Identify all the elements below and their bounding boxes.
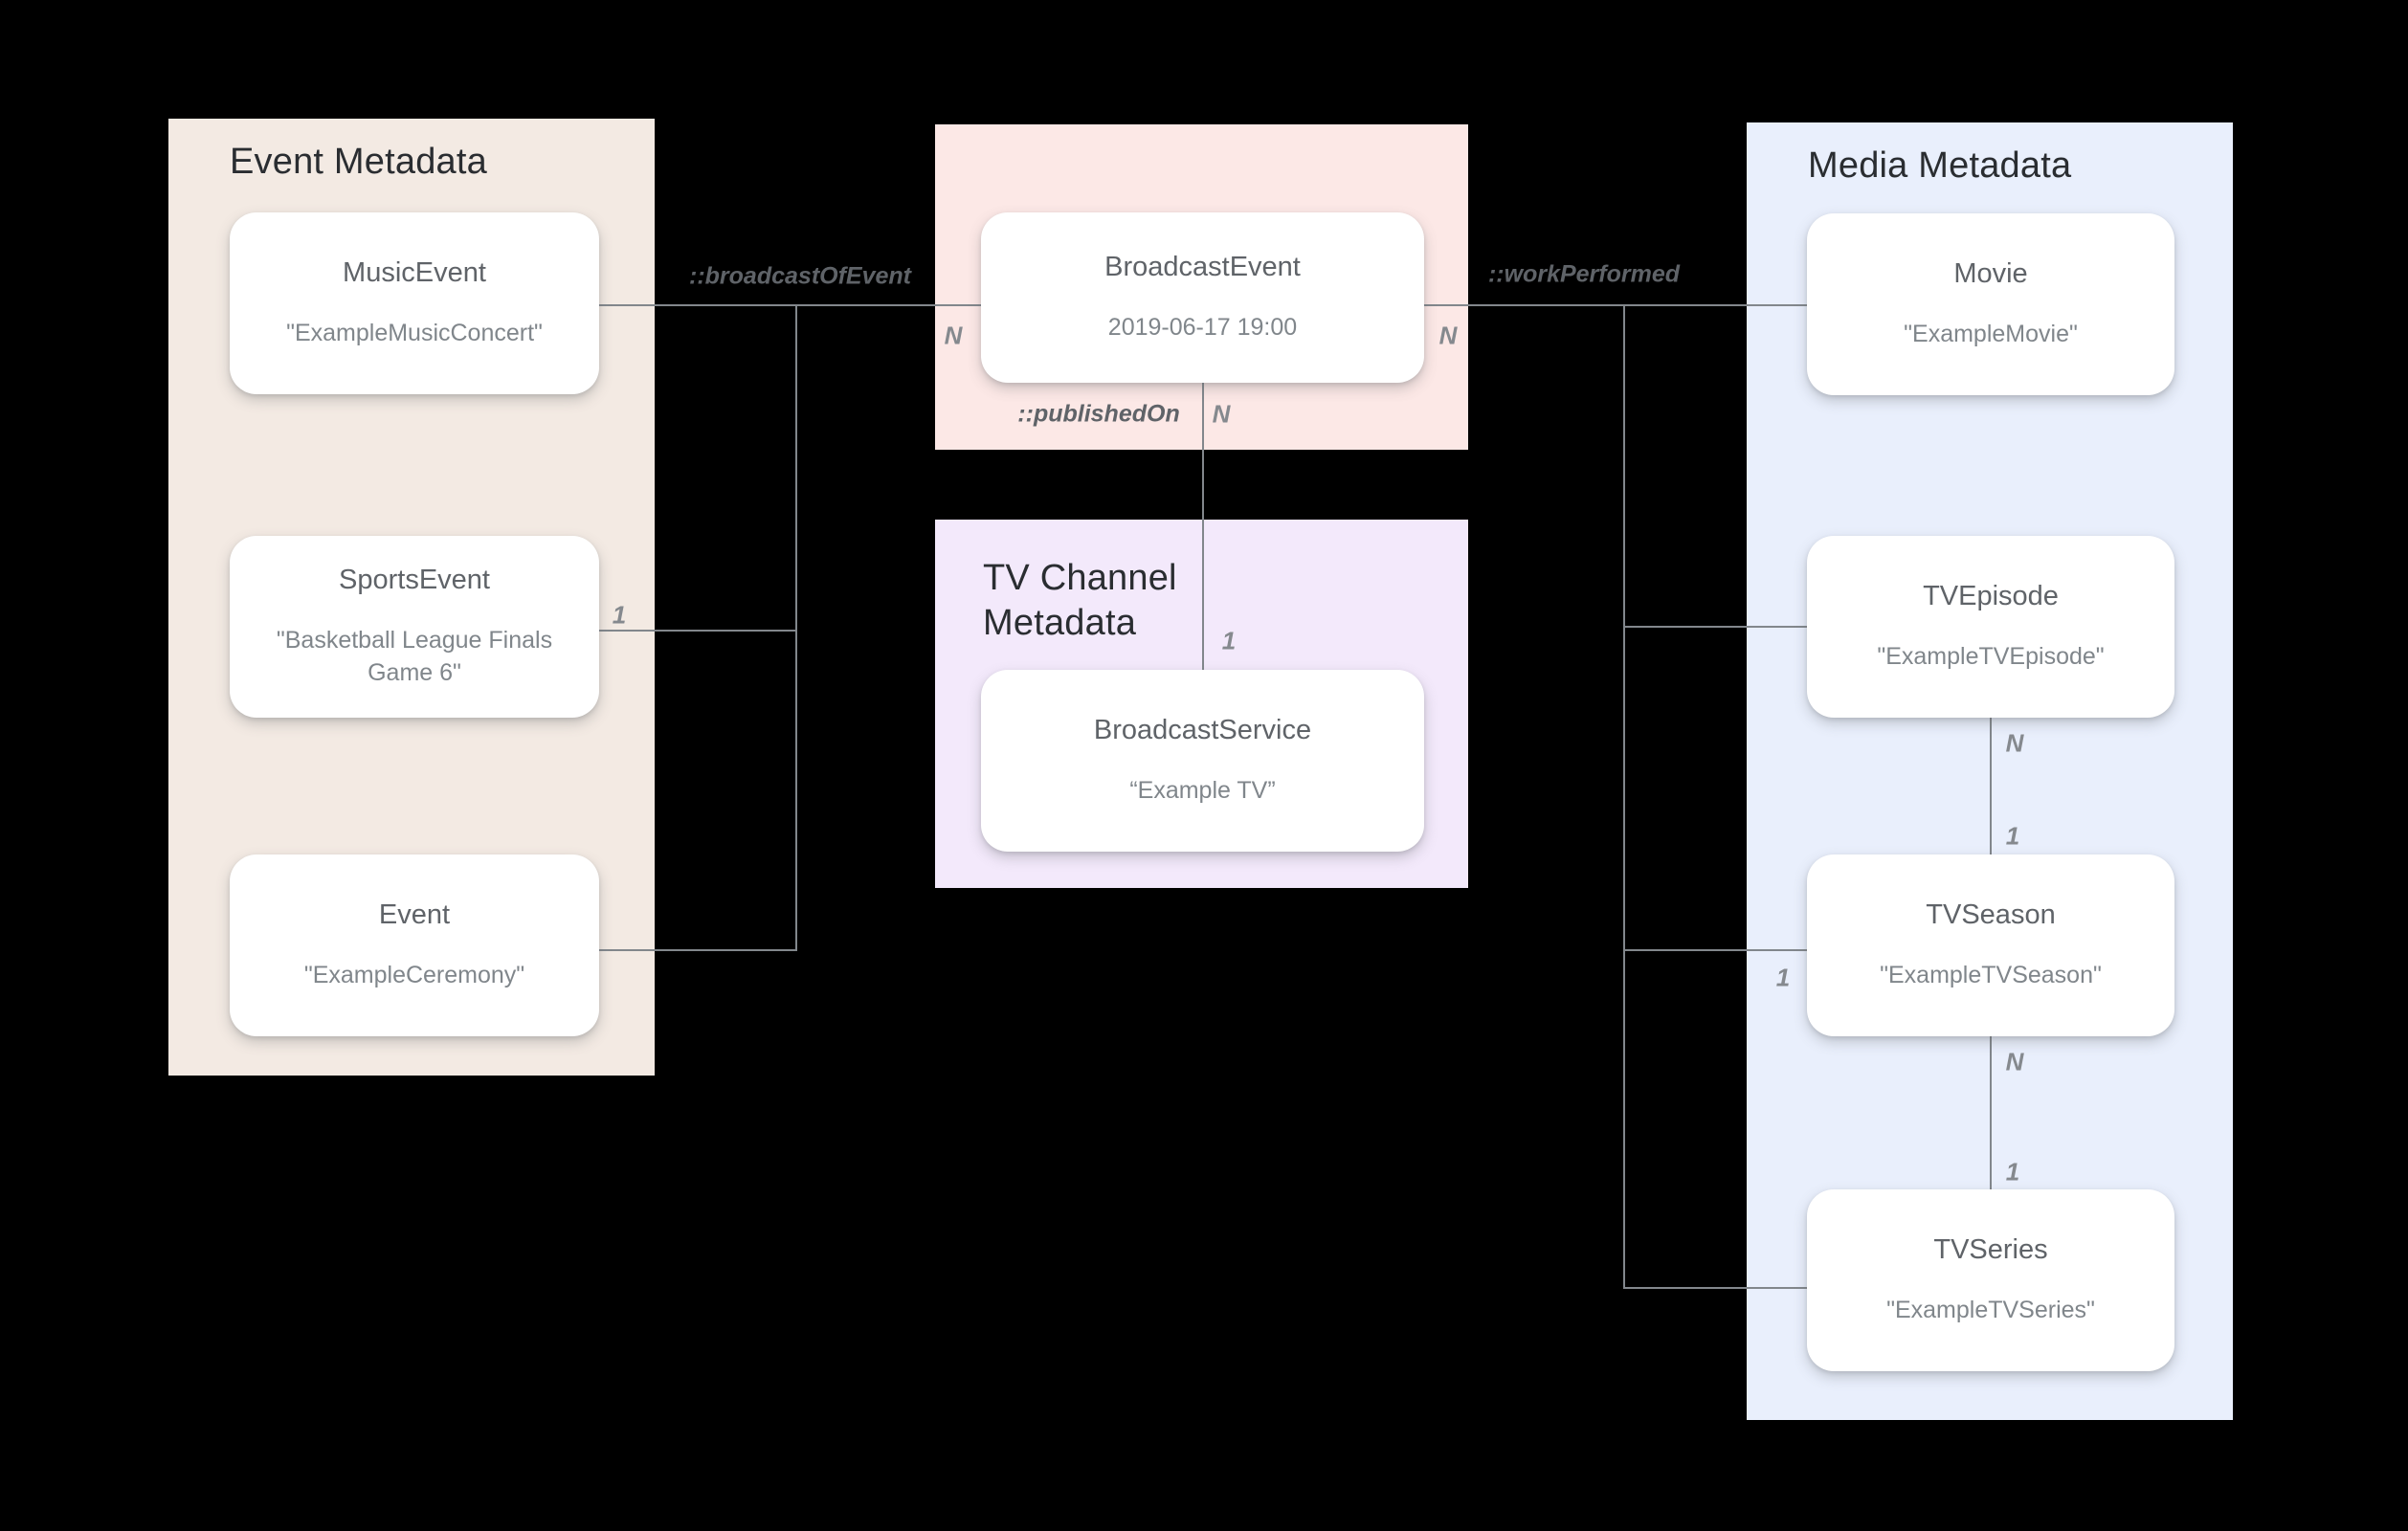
node-value: "ExampleTVSeason" <box>1880 961 2102 988</box>
node-tvepisode: TVEpisode "ExampleTVEpisode" <box>1807 536 2174 718</box>
connector-media-trunk <box>1623 304 1625 1289</box>
node-value: "ExampleTVEpisode" <box>1877 642 2105 670</box>
node-title: TVSeason <box>1926 899 2056 930</box>
cardinality-publishedon-n: N <box>1212 399 1231 429</box>
media-metadata-panel-title: Media Metadata <box>1808 145 2072 186</box>
relationship-label-publishedon: ::publishedOn <box>1017 400 1180 428</box>
cardinality-sportsevent-one: 1 <box>612 600 627 630</box>
cardinality-broadcastevent-right: N <box>1438 321 1458 350</box>
cardinality-tvseries-top-one: 1 <box>2005 1157 2020 1187</box>
connector-events-trunk <box>795 304 797 951</box>
cardinality-tvepisode-n: N <box>2005 728 2024 758</box>
connector-tvseason-tvseries <box>1990 1036 1992 1189</box>
node-title: TVEpisode <box>1923 580 2059 611</box>
connector-event-branch <box>599 949 797 951</box>
node-title: MusicEvent <box>343 256 486 288</box>
relationship-label-workperformed: ::workPerformed <box>1487 260 1681 288</box>
node-sportsevent: SportsEvent "Basketball League Finals Ga… <box>230 536 599 718</box>
connector-broadcastevent-movie <box>1424 304 1807 306</box>
node-event: Event "ExampleCeremony" <box>230 854 599 1036</box>
connector-tvepisode-branch <box>1623 626 1807 628</box>
node-broadcastservice: BroadcastService “Example TV” <box>981 670 1424 852</box>
relationship-label-broadcastofevent: ::broadcastOfEvent <box>689 262 911 290</box>
node-title: BroadcastService <box>1093 714 1312 745</box>
connector-tvseries-branch <box>1623 1287 1807 1289</box>
tv-channel-metadata-panel-title: TV Channel Metadata <box>983 558 1177 643</box>
connector-sportsevent-branch <box>599 630 797 632</box>
node-value: "Basketball League Finals Game 6" <box>276 626 553 686</box>
cardinality-tvseason-bottom-n: N <box>2005 1047 2024 1076</box>
connector-musicevent-broadcastevent <box>599 304 981 306</box>
cardinality-publishedon-one: 1 <box>1221 626 1237 655</box>
cardinality-tvseason-top-one: 1 <box>2005 821 2020 851</box>
node-value: 2019-06-17 19:00 <box>1107 313 1298 341</box>
node-tvseason: TVSeason "ExampleTVSeason" <box>1807 854 2174 1036</box>
connector-broadcastevent-broadcastservice <box>1202 383 1204 670</box>
connector-tvseason-branch <box>1623 949 1807 951</box>
node-value: "ExampleTVSeries" <box>1886 1296 2095 1323</box>
node-value: "ExampleMovie" <box>1904 320 2078 347</box>
node-tvseries: TVSeries "ExampleTVSeries" <box>1807 1189 2174 1371</box>
node-title: Event <box>378 899 451 930</box>
node-title: SportsEvent <box>339 564 490 595</box>
node-value: “Example TV” <box>1129 776 1276 804</box>
node-title: TVSeries <box>1933 1233 2048 1265</box>
node-title: Movie <box>1953 257 2028 289</box>
cardinality-broadcastevent-left: N <box>944 321 963 350</box>
node-title: BroadcastEvent <box>1104 251 1301 282</box>
node-movie: Movie "ExampleMovie" <box>1807 213 2174 395</box>
node-musicevent: MusicEvent "ExampleMusicConcert" <box>230 212 599 394</box>
node-value: "ExampleCeremony" <box>303 961 525 988</box>
event-metadata-panel-title: Event Metadata <box>230 142 487 182</box>
node-broadcastevent: BroadcastEvent 2019-06-17 19:00 <box>981 212 1424 383</box>
connector-tvepisode-tvseason <box>1990 718 1992 854</box>
cardinality-tvseason-left-one: 1 <box>1775 963 1791 992</box>
node-value: "ExampleMusicConcert" <box>286 319 543 346</box>
